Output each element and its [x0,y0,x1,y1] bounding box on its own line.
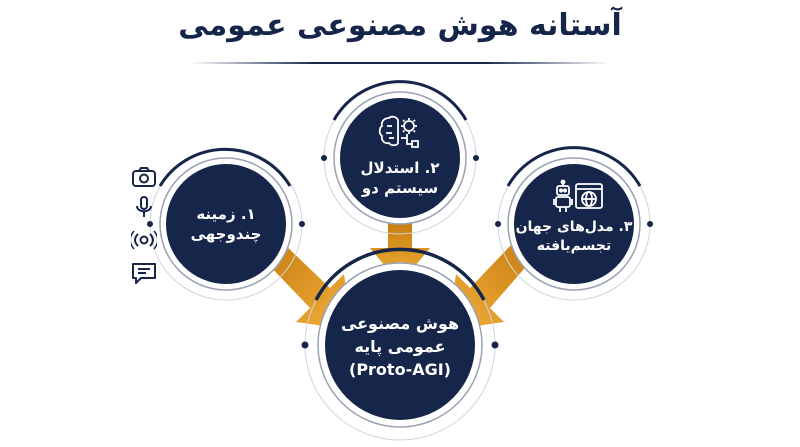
microphone-icon [136,196,152,217]
node-label-reasoning-line2: سیستم دو [361,179,439,198]
node-label-world-models: ۳. مدل‌های جهان تجسم‌یافته [514,218,634,256]
page-title: آستانه هوش مصنوعی عمومی [178,8,622,43]
node-label-proto-agi-line3: (Proto-AGI) [349,360,451,380]
node-label-multimodal-line1: ۱. زمینه [196,205,256,223]
node-multimodal-context [147,147,305,301]
globe-window-icon [575,183,603,209]
text-message-icon [132,263,156,284]
node-label-world-models-line1: ۳. مدل‌های جهان [515,219,633,235]
node-label-multimodal: ۱. زمینه چندوجهی [176,204,276,245]
node-label-proto-agi: هوش مصنوعی عمومی پایه (Proto-AGI) [330,312,470,382]
title-divider [190,62,610,64]
brain-gear-icon [378,115,419,148]
node-proto-agi [301,247,499,441]
node-embodied-world-models [495,146,653,301]
node-label-reasoning-line1: ۲. استدلال [360,159,440,177]
node-label-multimodal-line2: چندوجهی [190,225,262,244]
arrow-top-to-center [370,222,430,284]
camera-icon [132,167,156,187]
node-label-proto-agi-line1: هوش مصنوعی [340,314,460,333]
node-label-proto-agi-line2: عمومی پایه [354,337,446,357]
node-label-reasoning: ۲. استدلال سیستم دو [345,158,455,199]
speaker-signal-icon [131,230,157,250]
robot-icon [553,179,573,212]
node-system-two-reasoning [321,80,479,235]
node-label-world-models-line2: تجسم‌یافته [536,237,612,254]
